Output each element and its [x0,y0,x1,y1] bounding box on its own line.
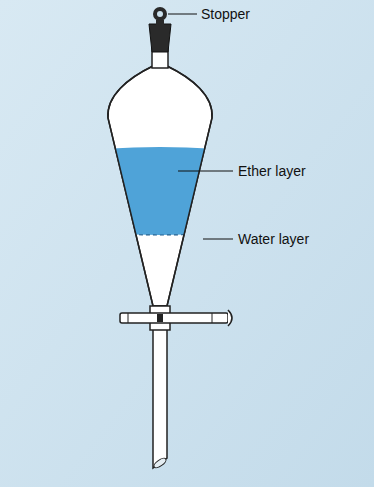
stopper-knob [153,7,167,21]
part-label-box: Water layer [238,231,309,248]
part-label: Ether layer [238,163,306,180]
ether-layer [90,147,230,235]
stopper-plug [149,24,171,52]
stopcock-bore [157,314,163,322]
leader-line [168,14,197,15]
stopcock-key [120,313,228,323]
stopper-knob-hole [157,11,163,17]
leader-line [203,239,233,240]
funnel-outline [108,66,212,306]
part-label-box: Ether layer [238,163,306,180]
stopcock-handle [228,310,232,326]
funnel-stem [153,328,167,468]
layer-boundary [90,232,230,235]
stem-tip [153,457,168,470]
leader-line [178,171,233,172]
part-label: Water layer [238,231,309,248]
stopcock-ring [212,313,213,323]
part-label-box: Stopper [201,6,250,23]
part-label: Stopper [201,6,250,23]
stopcock-ring [128,313,129,323]
